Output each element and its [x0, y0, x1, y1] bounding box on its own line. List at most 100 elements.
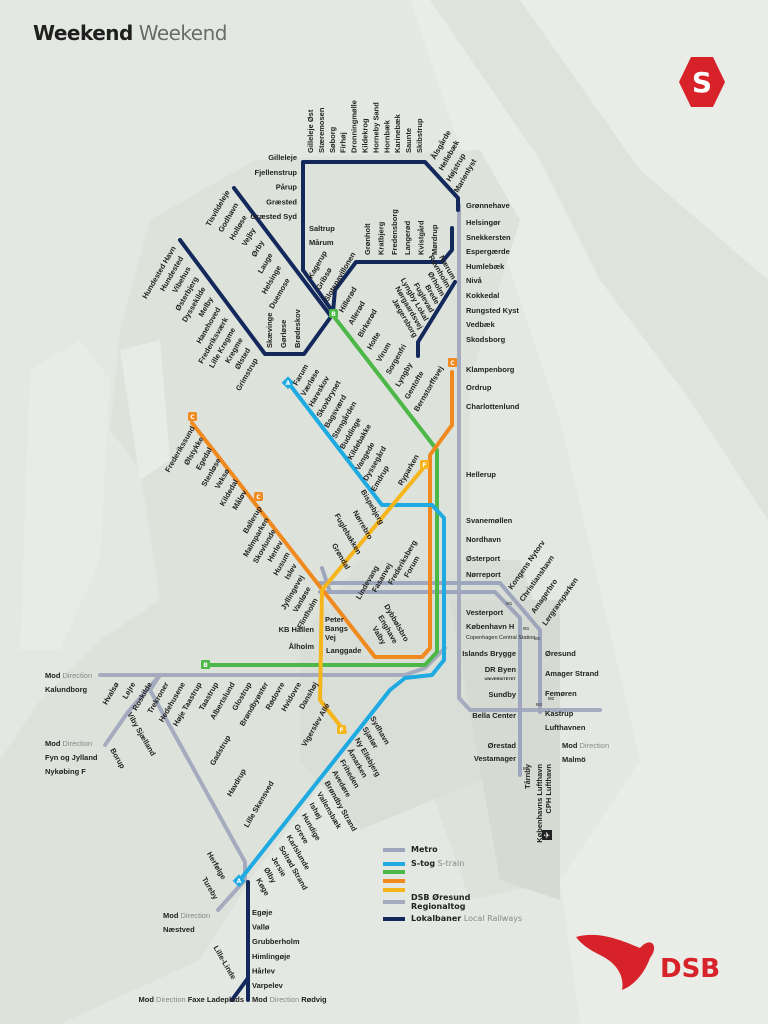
legend-label: S-tog S-train — [411, 859, 464, 868]
s-tog-logo-text: S — [692, 66, 712, 99]
station-label: Mårum — [309, 238, 334, 247]
dir-nykobing: Nykøbing F — [45, 767, 86, 776]
line-c — [190, 370, 454, 659]
station-label: Ålholm — [289, 642, 315, 651]
legend-swatch — [383, 888, 405, 892]
svg-text:Mod Direction Rødvig: Mod Direction Rødvig — [252, 995, 327, 1004]
s-tog-logo: S — [679, 57, 725, 107]
station-label: Brødeskov — [293, 308, 302, 348]
station-label: Bangs — [325, 624, 348, 633]
station-label: Gilleleje Øst — [306, 109, 315, 153]
badge-b-hillerod-text: B — [331, 311, 336, 318]
page-title: Weekend Weekend — [33, 21, 227, 45]
station-label: Hårlev — [252, 966, 276, 975]
dir-word: Direction — [63, 739, 93, 748]
badge-c2-text: C — [256, 494, 261, 501]
dsb-logo-text: DSB — [660, 954, 720, 984]
dir-faxe: Faxe Ladeplads — [188, 995, 244, 1004]
station-label: Karinebæk — [393, 113, 402, 153]
line-f — [318, 464, 427, 734]
station-label: Vedbæk — [466, 320, 496, 329]
station-label: Gørløse — [279, 320, 288, 348]
station-label: Kratbjerg — [376, 221, 385, 255]
station-label: Saunte — [404, 128, 413, 153]
station-label: Hornbæk — [382, 119, 391, 153]
station-label: Tårnby — [523, 763, 532, 789]
legend-label: Regionaltog — [411, 902, 466, 911]
station-label: KB Hallen — [279, 625, 315, 634]
badge-c — [188, 412, 197, 421]
station-label: Skævinge — [265, 313, 274, 348]
legend-swatch — [383, 879, 405, 883]
metro-line-label: M2 — [548, 696, 555, 701]
dir-mod: Mod — [562, 741, 578, 750]
dir-kalundborg: Kalundborg — [45, 685, 87, 694]
station-label: Østerport — [466, 554, 501, 563]
legend-swatch — [383, 870, 405, 874]
metro-line-label: M2 — [536, 702, 543, 707]
station-label: Nørreport — [466, 570, 501, 579]
station-label: Peter — [325, 615, 344, 624]
metro-line-label: M1 — [506, 601, 513, 606]
station-label: Charlottenlund — [466, 402, 520, 411]
station-label: Kvistgård — [417, 220, 426, 255]
station-label: Gilleleje — [268, 153, 297, 162]
dsb-logo: DSB — [576, 934, 720, 990]
line-b — [208, 316, 439, 667]
dir-naestved: Næstved — [163, 925, 195, 934]
svg-text:Mod Direction: Mod Direction — [45, 739, 92, 748]
dir-word: Direction — [156, 995, 186, 1004]
station-label: Kastrup — [545, 709, 574, 718]
station-label: Femøren — [545, 689, 577, 698]
legend-label: DSB Øresund — [411, 892, 471, 902]
badge-a-text: A — [286, 380, 291, 387]
svg-text:Mod Direction Faxe Ladeplads: Mod Direction Faxe Ladeplads — [139, 995, 244, 1004]
station-label: Græsted Syd — [250, 212, 297, 221]
metro-lines — [318, 566, 542, 777]
station-label: Hellerup — [466, 470, 496, 479]
station-label: Grønholt — [363, 223, 372, 255]
badge-b — [201, 660, 210, 669]
line-a-e — [238, 383, 446, 882]
station-label: Horneby Sand — [371, 102, 380, 153]
station-label: Fjellenstrup — [254, 168, 297, 177]
station-label: Søborg — [328, 126, 337, 153]
station-label: Vallø — [252, 923, 270, 932]
station-label: Stæremosen — [317, 107, 326, 153]
dir-word: Direction — [63, 671, 93, 680]
badge-c-text: C — [190, 414, 195, 421]
station-label: Snekkersten — [466, 233, 511, 242]
station-label: Kokkedal — [466, 291, 499, 300]
station-label: CPH Lufthavn — [544, 764, 553, 814]
station-label: Grønnehave — [466, 201, 510, 210]
station-label: København H — [466, 622, 514, 631]
dir-mod: Mod — [139, 995, 155, 1004]
station-label: Amager Strand — [545, 669, 599, 678]
dir-mod: Mod — [45, 671, 61, 680]
dir-malmo: Malmö — [562, 755, 586, 764]
badge-a2-text: A — [237, 878, 242, 885]
station-label: Saltrup — [309, 224, 335, 233]
badge-f-south — [337, 725, 346, 734]
station-label: DR Byen — [485, 665, 517, 674]
dir-mod: Mod — [45, 739, 61, 748]
kbh-h-subtitle: Copenhagen Central Station — [466, 635, 535, 641]
badge-a-koge — [232, 874, 246, 888]
title-light: Weekend — [138, 21, 228, 45]
airplane-icon: ✈ — [542, 830, 552, 840]
station-label: Vesterport — [466, 608, 504, 617]
s-train-lines — [190, 316, 454, 882]
svg-text:Mod Direction: Mod Direction — [45, 671, 92, 680]
metro-line-label: M2 — [534, 636, 541, 641]
dir-mod: Mod — [163, 911, 179, 920]
title-bold: Weekend — [33, 21, 133, 45]
line-badges: A B B C C C F F A — [188, 309, 457, 888]
station-label: Mørdrup — [430, 224, 439, 255]
badge-c-klampenborg — [448, 358, 457, 367]
station-label: Langerød — [403, 220, 412, 255]
badge-c3-text: C — [450, 360, 455, 367]
station-label: Egøje — [252, 908, 272, 917]
station-label: Vestamager — [474, 754, 516, 763]
station-label: Rungsted Kyst — [466, 306, 519, 315]
